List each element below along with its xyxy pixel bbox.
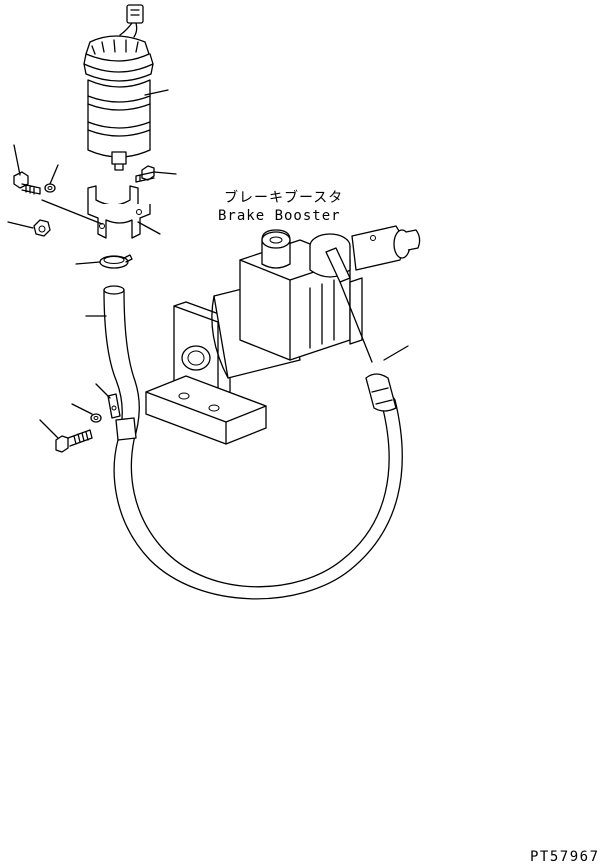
lower-hardware <box>39 383 121 453</box>
hose-clamp <box>75 254 133 269</box>
mounting-hardware <box>7 144 177 239</box>
drawing-number: PT57967 <box>530 849 600 865</box>
brake-booster <box>145 225 421 445</box>
filter-canister <box>83 4 169 171</box>
vacuum-hose <box>85 285 403 600</box>
label-en: Brake Booster <box>218 208 341 224</box>
label-jp: ブレーキブースタ <box>224 189 343 206</box>
